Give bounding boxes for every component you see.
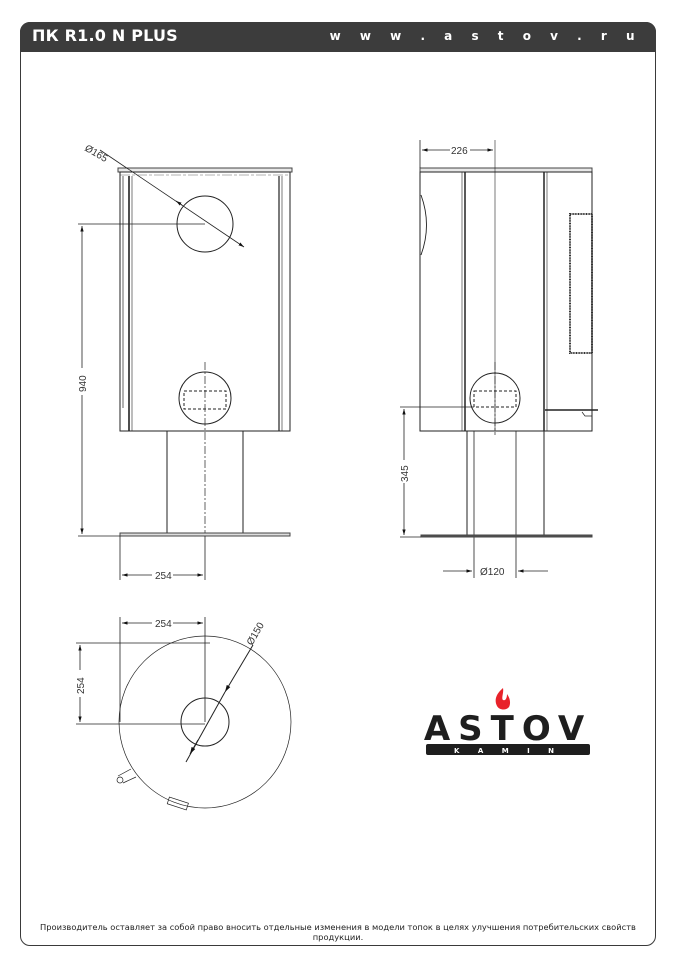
astov-logo: ASTOV K A M I N — [424, 688, 592, 755]
model-title: ПК R1.0 N PLUS — [32, 26, 178, 45]
flame-icon — [495, 688, 511, 710]
top-view — [76, 617, 292, 811]
website-link[interactable]: w w w . a s t o v . r u — [329, 29, 642, 43]
page-frame — [20, 22, 656, 946]
top-width-label: 254 — [155, 619, 172, 630]
side-view — [400, 140, 598, 578]
logo-sub: K A M I N — [454, 747, 562, 755]
header-bar: ПК R1.0 N PLUS w w w . a s t o v . r u — [20, 22, 656, 52]
front-view — [78, 149, 293, 580]
front-flue-diameter-label: Ø165 — [83, 143, 110, 165]
top-depth-label: 254 — [76, 677, 87, 694]
side-depth-label: 226 — [451, 146, 468, 157]
side-pipe-diameter-label: Ø120 — [480, 567, 505, 578]
side-base-height-label: 345 — [400, 465, 411, 482]
logo-brand: ASTOV — [424, 709, 592, 749]
disclaimer-text: Производитель оставляет за собой право в… — [40, 922, 636, 942]
front-width-label: 254 — [155, 571, 172, 582]
front-height-label: 940 — [78, 375, 89, 392]
top-diameter-label: Ø150 — [245, 620, 267, 647]
